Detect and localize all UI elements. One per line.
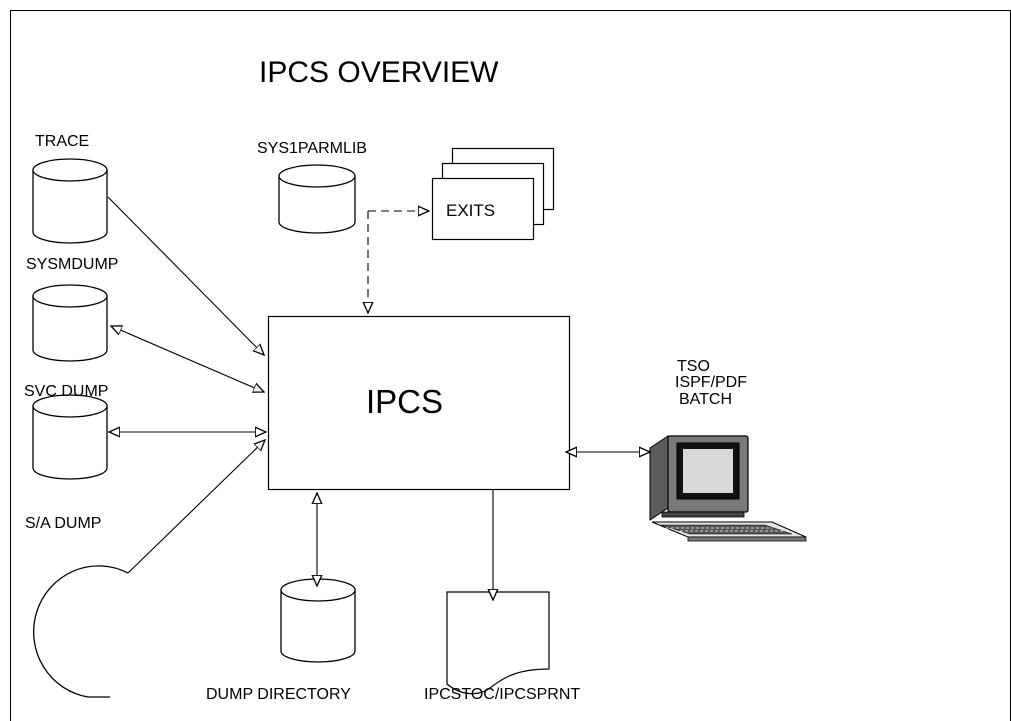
ipcs-box [267,315,571,491]
dump-directory-label: DUMP DIRECTORY [206,686,351,703]
exits-label: EXITS [446,201,496,220]
svc-dump-dataset-icon [32,394,108,480]
ipcs-label: IPCS [366,383,444,420]
sys1parmlib-dataset-icon [278,164,356,234]
terminal-tso-label: TSO [677,358,710,375]
trace-dataset-icon [32,158,108,244]
print-output-label: IPCSTOC/IPCSPRNT [424,686,581,703]
trace-to-ipcs-arrow [107,196,264,355]
sysmdump-ipcs-arrow [111,326,264,392]
exits-stack-icon [431,147,555,241]
terminal-ispf-label: ISPF/PDF [675,374,748,391]
sa-dump-tape-icon [33,565,129,698]
sys1parmlib-label: SYS1PARMLIB [257,140,367,157]
print-output-icon [446,591,550,695]
dump-directory-dataset-icon [280,578,356,663]
terminal-batch-label: BATCH [679,391,733,408]
connectors [107,196,650,600]
svc-dump-label: SVC DUMP [24,383,109,400]
trace-label: TRACE [35,133,90,150]
sadump-to-ipcs-arrow [127,440,265,574]
sysmdump-dataset-icon [32,284,108,362]
sa-dump-label: S/A DUMP [25,515,102,532]
terminal-computer-icon [649,435,807,542]
sysmdump-label: SYSMDUMP [26,256,119,273]
diagram-title: IPCS OVERVIEW [259,56,499,89]
